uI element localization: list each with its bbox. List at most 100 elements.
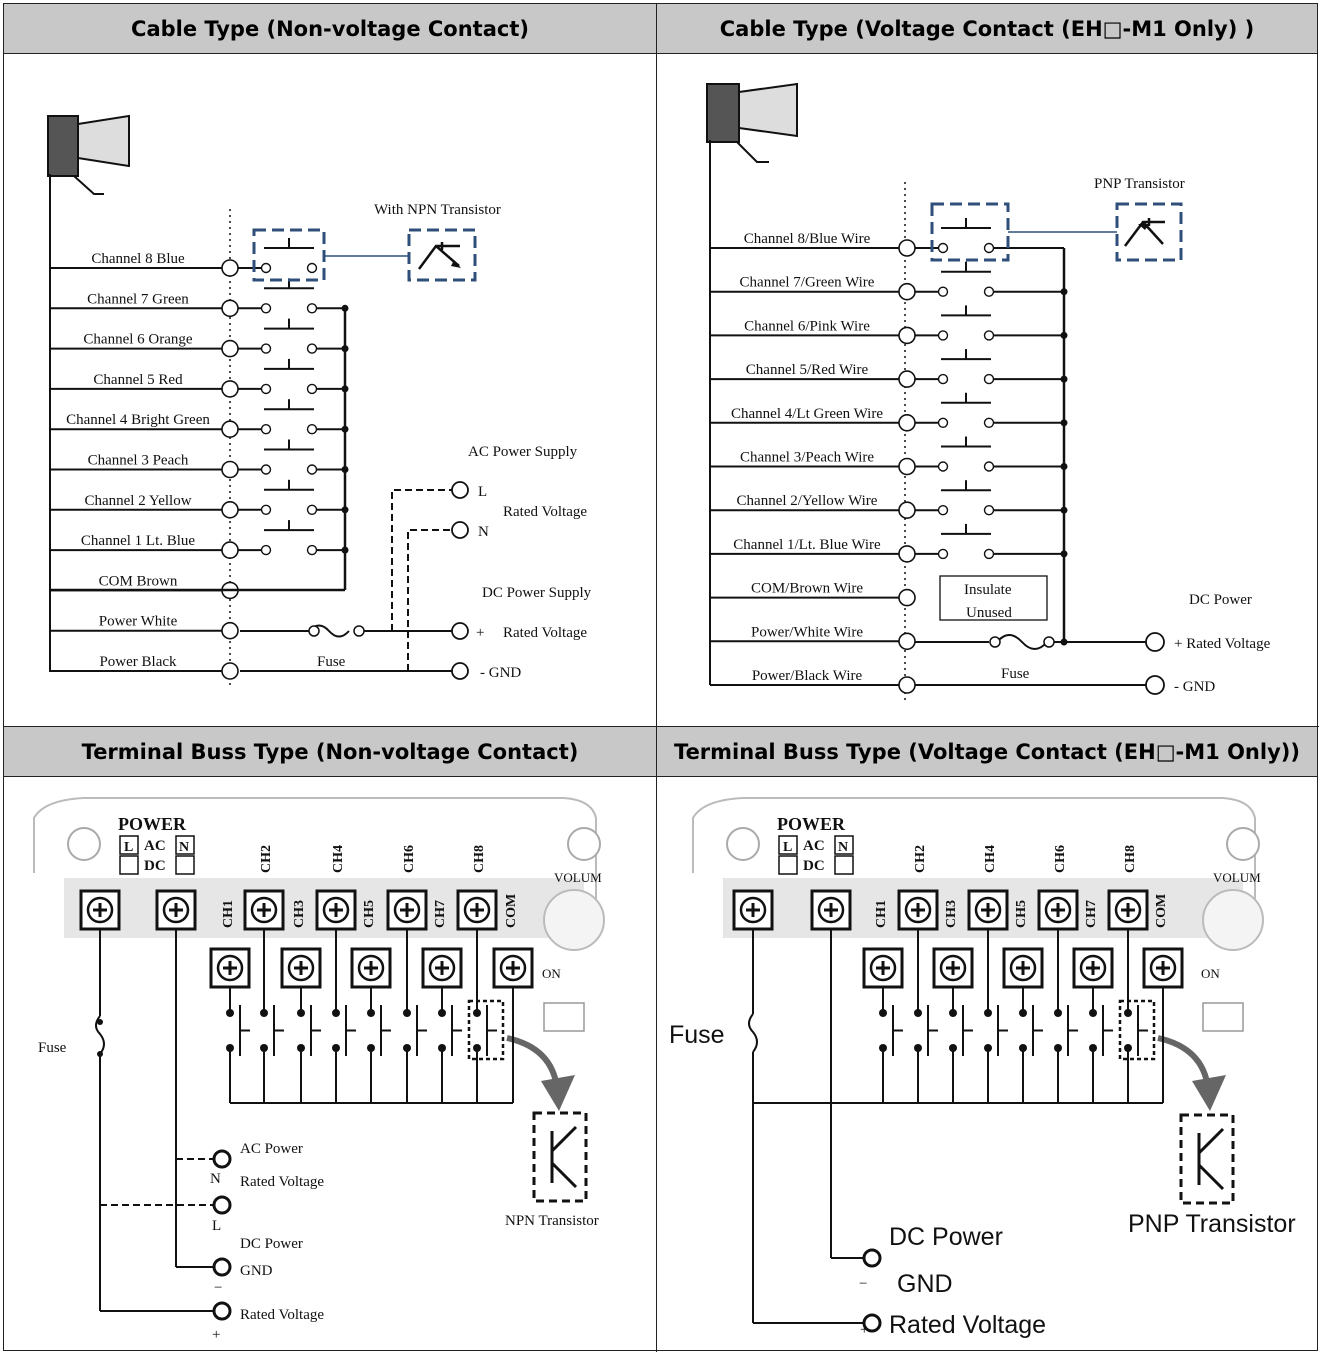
channel-label: Power/Black Wire	[752, 668, 863, 684]
wiring-diagram-table: Cable Type (Non-voltage Contact) Cable T…	[3, 3, 1319, 1352]
wire-terminal	[898, 457, 916, 476]
ac-power-label: AC Power Supply	[468, 444, 578, 460]
dc-power-label: DC Power	[240, 1236, 303, 1252]
gnd-label: GND	[897, 1270, 953, 1298]
sensor-icon	[47, 114, 130, 195]
wire-terminal	[898, 282, 916, 301]
transistor-label: With NPN Transistor	[374, 202, 501, 218]
channel-label: COM	[504, 894, 519, 928]
wire-terminal	[221, 662, 239, 680]
wire-terminal	[221, 259, 239, 277]
dc-power-label: DC Power	[1189, 592, 1252, 608]
insulate-label: Insulate	[964, 582, 1012, 598]
volume-label: VOLUM	[554, 870, 602, 885]
channel-label: Channel 5/Red Wire	[746, 362, 869, 378]
channel-terminal-screw	[492, 947, 534, 989]
power-terminal-screw	[810, 889, 852, 931]
rated-voltage-label: Rated Voltage	[889, 1311, 1046, 1339]
l-label: L	[212, 1218, 221, 1234]
wire-terminal	[898, 588, 916, 607]
fuse-label: Fuse	[1001, 666, 1030, 682]
channel-label: Channel 6/Pink Wire	[744, 318, 870, 334]
channel-terminal-screw	[421, 947, 463, 989]
dc-label: DC	[144, 858, 166, 874]
power-terminal	[212, 1195, 232, 1215]
row-divider	[4, 726, 1319, 727]
wire-terminal	[898, 326, 916, 345]
channel-label: CH1	[221, 900, 236, 928]
npn-transistor-icon	[252, 228, 477, 282]
channel-row: Channel 6/Pink Wire	[710, 305, 1068, 345]
channel-label: CH2	[913, 845, 928, 873]
channel-label: Channel 1 Lt. Blue	[81, 533, 195, 549]
rated-voltage-dc-label: Rated Voltage	[503, 625, 587, 641]
terminal-l-label: L	[783, 840, 792, 855]
power-terminal-screw	[155, 889, 197, 931]
channel-row: Channel 2 Yellow	[50, 479, 349, 519]
channel-terminal-screw	[386, 889, 428, 931]
channel-label: CH2	[259, 845, 274, 873]
wire-terminal	[221, 541, 239, 559]
fuse-label: Fuse	[669, 1021, 725, 1049]
n-label: N	[210, 1171, 221, 1187]
pnp-transistor-icon	[930, 202, 1183, 262]
dc-power-label: DC Power	[889, 1223, 1003, 1251]
channel-label: Channel 1/Lt. Blue Wire	[733, 537, 881, 553]
wire-terminal	[221, 500, 239, 519]
fuse-label: Fuse	[317, 654, 346, 670]
channel-label: CH8	[1123, 845, 1138, 873]
volume-label: VOLUM	[1213, 870, 1261, 885]
channel-label: Channel 7 Green	[87, 291, 189, 307]
terminal-l-label: L	[124, 840, 133, 855]
transistor-label: NPN Transistor	[505, 1213, 599, 1229]
channel-label: CH4	[331, 845, 346, 873]
channel-label: CH3	[292, 900, 307, 928]
transistor-label: PNP Transistor	[1128, 1210, 1296, 1238]
channel-label: Channel 3 Peach	[88, 453, 189, 469]
channel-label: CH8	[472, 845, 487, 873]
fuse-label: Fuse	[38, 1040, 67, 1056]
channel-terminal-screw	[1037, 889, 1079, 931]
channel-label: Power Black	[99, 654, 177, 670]
power-label: POWER	[118, 814, 187, 834]
wire-terminal	[221, 420, 239, 439]
rated-voltage-ac-label: Rated Voltage	[503, 504, 587, 520]
rated-voltage-ac-label: Rated Voltage	[240, 1174, 324, 1190]
gnd-label: - GND	[1174, 679, 1215, 695]
channel-terminal-screw	[243, 889, 285, 931]
channel-terminal-screw	[1072, 947, 1114, 989]
on-label: ON	[542, 966, 561, 981]
wire-terminal	[898, 501, 916, 520]
rated-voltage-dc-label: Rated Voltage	[240, 1307, 324, 1323]
power-terminal	[212, 1257, 232, 1277]
plus-label: +	[476, 625, 484, 641]
wire-terminal	[898, 632, 916, 651]
channel-label: Power/White Wire	[751, 624, 863, 640]
wire-terminal	[898, 676, 916, 694]
terminal-n-label: N	[179, 840, 189, 855]
transistor-icon	[1179, 1113, 1235, 1205]
channel-row: Channel 4/Lt Green Wire	[710, 392, 1068, 432]
channel-row: Channel 8 Blue	[50, 238, 318, 277]
power-label: POWER	[777, 814, 846, 834]
power-terminal	[862, 1313, 882, 1333]
panel-title-terminal-nonvoltage: Terminal Buss Type (Non-voltage Contact)	[4, 727, 656, 777]
wire-terminal	[221, 380, 239, 398]
channel-label: CH4	[983, 845, 998, 873]
channel-label: CH1	[874, 900, 889, 928]
channel-label: Channel 2 Yellow	[84, 493, 191, 509]
transistor-icon	[532, 1111, 588, 1203]
rated-voltage-label: + Rated Voltage	[1174, 636, 1271, 652]
channel-row: Power White	[50, 614, 239, 640]
channel-label: Channel 6 Orange	[83, 332, 192, 348]
channel-label: Channel 4/Lt Green Wire	[731, 406, 883, 422]
channel-row: Channel 5/Red Wire	[710, 349, 1068, 388]
channel-label: COM Brown	[99, 573, 178, 589]
channel-label: Channel 8/Blue Wire	[744, 231, 871, 247]
channel-row: Channel 7/Green Wire	[710, 261, 1068, 301]
wire-terminal	[898, 413, 916, 432]
channel-label: Channel 7/Green Wire	[740, 275, 875, 291]
channel-row: Power/Black Wire	[710, 668, 916, 694]
channel-row: Channel 8/Blue Wire	[710, 218, 1064, 257]
